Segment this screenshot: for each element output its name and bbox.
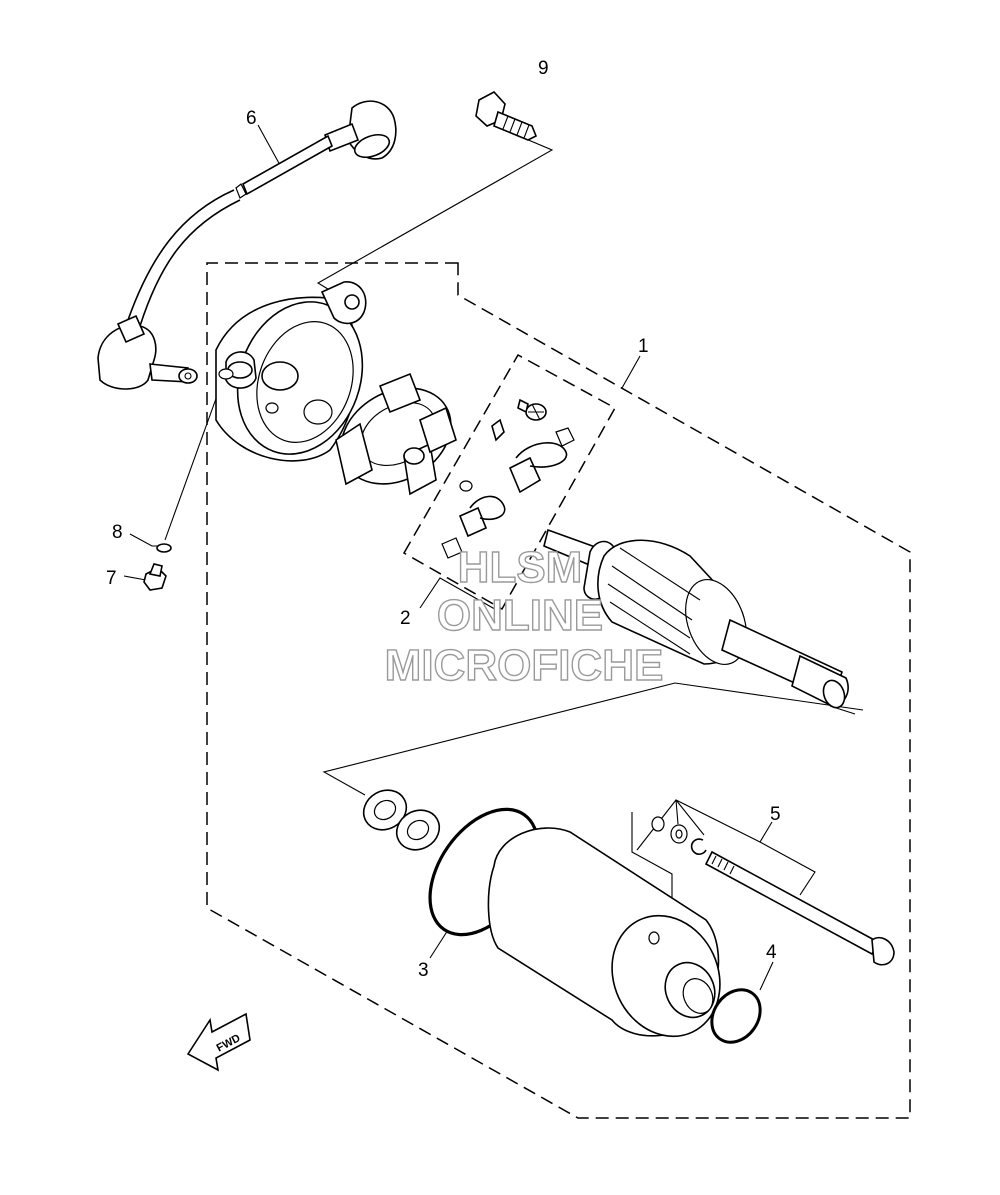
brush-set-boundary <box>402 353 617 611</box>
armature <box>543 528 849 709</box>
assembly-boundary <box>206 262 911 1119</box>
callout-8: 8 <box>112 522 123 543</box>
fwd-arrow-icon: FWD <box>186 1012 251 1072</box>
watermark-line-1: HLSM <box>458 543 583 592</box>
callout-3: 3 <box>418 960 429 981</box>
callout-7: 7 <box>106 568 117 589</box>
watermark-line-3: MICROFICHE <box>385 641 664 690</box>
callout-1: 1 <box>638 336 649 357</box>
callout-labels: 9 6 1 8 7 2 5 4 3 <box>106 58 781 981</box>
thrust-washers <box>362 789 441 851</box>
leader-lines <box>123 124 864 991</box>
washer-8 <box>156 543 172 553</box>
o-ring-4 <box>710 988 762 1044</box>
lead-wire-6 <box>97 100 397 390</box>
callout-2: 2 <box>400 608 411 629</box>
yoke <box>487 827 721 1038</box>
bolt-set-5 <box>651 816 895 966</box>
watermark-line-2: ONLINE <box>437 591 603 640</box>
callout-5: 5 <box>770 804 781 825</box>
brush-holder <box>335 372 457 496</box>
screw-7 <box>143 563 167 591</box>
callout-9: 9 <box>538 58 549 79</box>
rear-cover <box>215 281 367 462</box>
watermark: HLSM ONLINE MICROFICHE <box>384 542 664 690</box>
callout-4: 4 <box>766 942 777 963</box>
bolt-9 <box>475 91 538 141</box>
brush-set-2 <box>441 398 575 559</box>
callout-6: 6 <box>246 108 257 129</box>
